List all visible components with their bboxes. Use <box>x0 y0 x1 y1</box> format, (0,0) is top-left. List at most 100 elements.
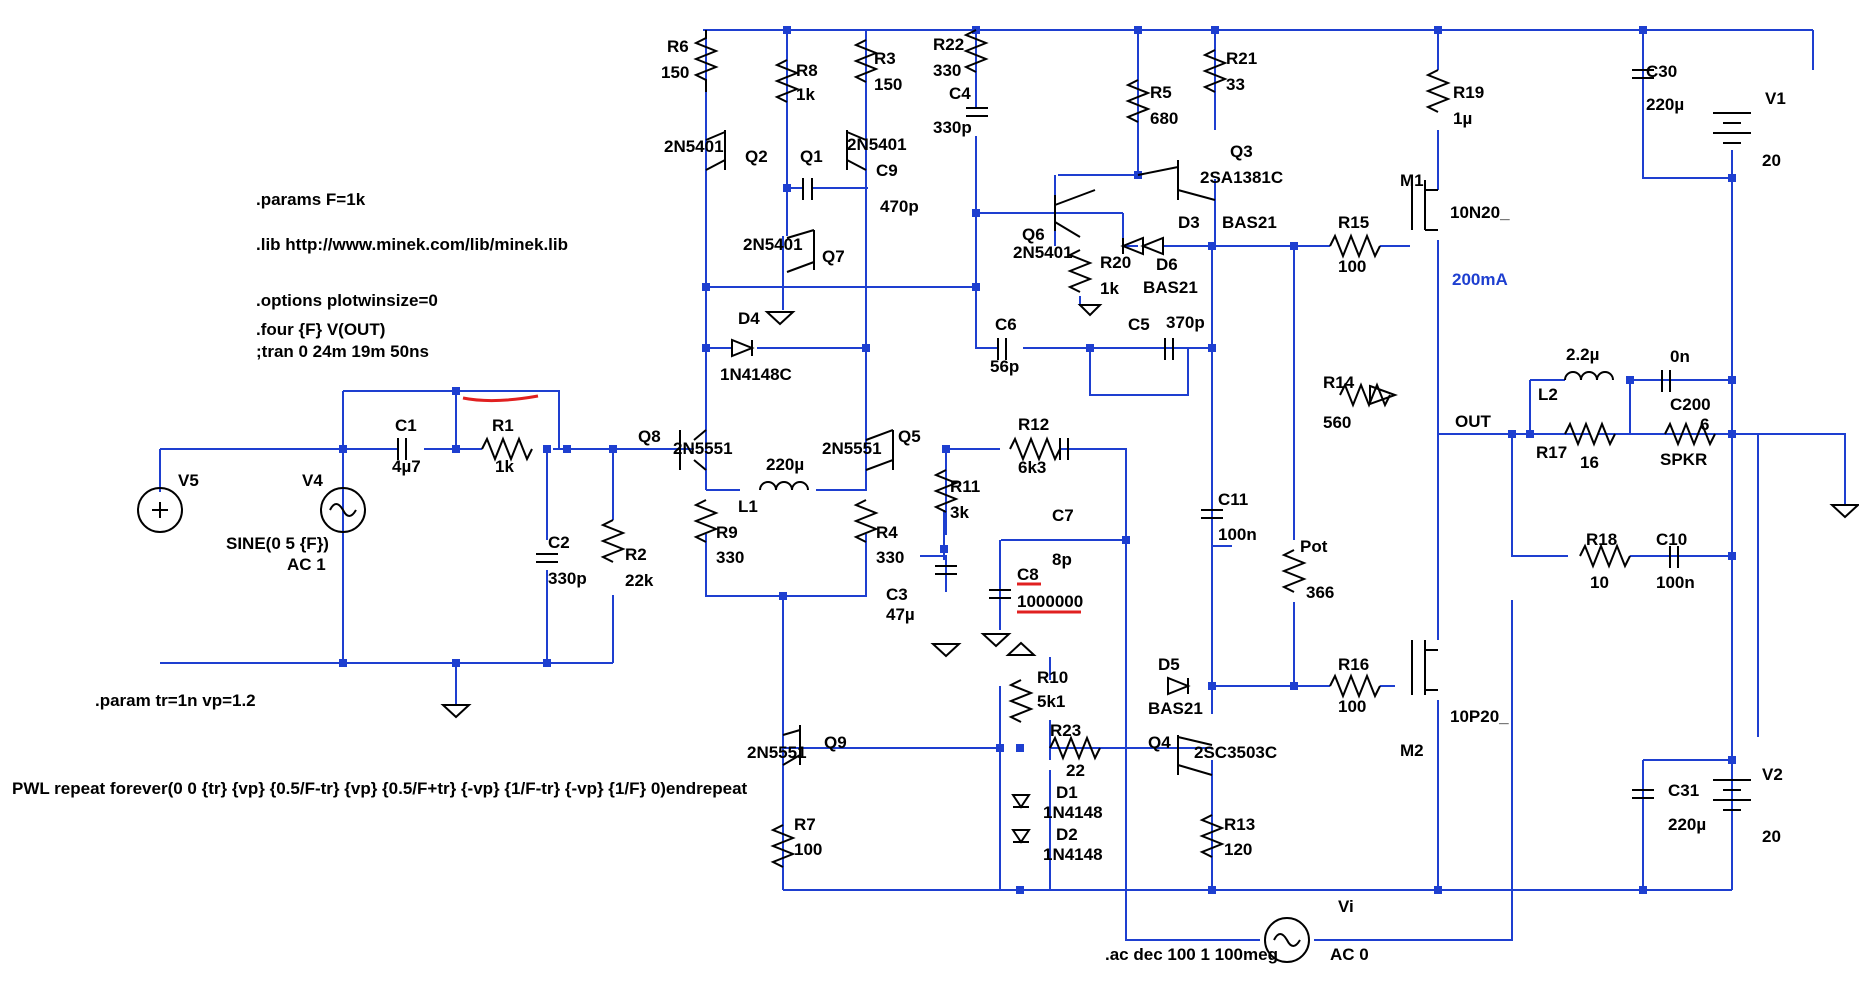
label-R18-value: 10 <box>1590 573 1609 592</box>
label-C4-name: C4 <box>949 84 971 103</box>
label-C10-name: C10 <box>1656 530 1687 549</box>
resistor-R14 <box>1339 382 1391 408</box>
label-C7-value: 8p <box>1052 550 1072 569</box>
label-R14-name: R14 <box>1323 373 1355 392</box>
red-markup-stroke <box>462 394 539 403</box>
voltage-source-V4 <box>320 487 366 533</box>
resistor-R11 <box>933 469 959 513</box>
label-Q3-model: 2SA1381C <box>1200 168 1283 187</box>
label-R22-value: 330 <box>933 61 961 80</box>
capacitor-C1 <box>397 438 407 460</box>
capacitor-C30 <box>1632 69 1654 79</box>
capacitor-C7 <box>1059 438 1069 460</box>
label-D1-model: 1N4148 <box>1043 803 1103 822</box>
directive-param-tr: .param tr=1n vp=1.2 <box>95 691 256 710</box>
label-L1-value: 220µ <box>766 455 804 474</box>
transistor-Q7 <box>786 229 815 273</box>
battery-V2 <box>1713 779 1751 811</box>
label-R17-value: 16 <box>1580 453 1599 472</box>
label-Pot-name: Pot <box>1300 537 1328 556</box>
transistor-symbols <box>679 130 1438 776</box>
label-L2-value: 2.2µ <box>1566 345 1599 364</box>
label-Q2-model: 2N5401 <box>664 137 724 156</box>
capacitor-C9 <box>802 178 813 200</box>
capacitor-C5 <box>1164 338 1174 360</box>
label-R4-value: 330 <box>876 548 904 567</box>
label-C1-value: 4µ7 <box>392 457 421 476</box>
capacitor-C31 <box>1632 789 1654 799</box>
label-D3-model: BAS21 <box>1222 213 1277 232</box>
label-R10-value: 5k1 <box>1037 692 1065 711</box>
capacitor-C3 <box>935 565 957 575</box>
label-R8-value: 1k <box>796 85 815 104</box>
resistor-R23 <box>1049 735 1101 761</box>
label-C2-name: C2 <box>548 533 570 552</box>
resistor-R8 <box>774 59 800 103</box>
label-D4-name: D4 <box>738 309 760 328</box>
label-Vi-name: Vi <box>1338 897 1354 916</box>
label-C6-value: 56p <box>990 357 1019 376</box>
label-C9-name: C9 <box>876 161 898 180</box>
label-Q8-name: Q8 <box>638 427 661 446</box>
label-R10-name: R10 <box>1037 668 1068 687</box>
resistor-R13 <box>1199 814 1225 858</box>
current-annotation: 200mA <box>1452 270 1508 289</box>
label-R2-value: 22k <box>625 571 654 590</box>
resistor-R15 <box>1329 233 1381 259</box>
resistor-R6 <box>693 30 719 92</box>
diode-D4 <box>731 338 755 358</box>
label-C5-name: C5 <box>1128 315 1150 334</box>
label-M2-name: M2 <box>1400 741 1424 760</box>
capacitor-C2 <box>536 553 558 563</box>
label-Q9-model: 2N5551 <box>747 743 807 762</box>
label-R23-name: R23 <box>1050 721 1081 740</box>
voltage-source-V5 <box>137 487 183 533</box>
resistor-Pot <box>1281 549 1307 593</box>
label-Q5-name: Q5 <box>898 427 921 446</box>
resistor-R17 <box>1564 421 1616 447</box>
resistor-R9 <box>693 499 719 543</box>
label-R18-name: R18 <box>1586 530 1617 549</box>
capacitor-C200 <box>1661 370 1671 392</box>
label-Q5-model: 2N5551 <box>822 439 882 458</box>
label-R14-value: 560 <box>1323 413 1351 432</box>
label-R1-value: 1k <box>495 457 514 476</box>
label-Q7-name: Q7 <box>822 247 845 266</box>
label-D5-model: BAS21 <box>1148 699 1203 718</box>
label-R11-value: 3k <box>950 503 969 522</box>
mosfet-M2 <box>1411 640 1438 695</box>
label-V4-ac: AC 1 <box>287 555 326 574</box>
label-C4-value: 330p <box>933 118 972 137</box>
label-R7-name: R7 <box>794 815 816 834</box>
wires <box>159 29 1846 941</box>
label-Q7-model: 2N5401 <box>743 235 803 254</box>
label-Vi-ac: AC 0 <box>1330 945 1369 964</box>
label-C7-name: C7 <box>1052 506 1074 525</box>
transistor-Q3 <box>1137 160 1216 201</box>
label-SPKR-name: SPKR <box>1660 450 1707 469</box>
directive-tran: ;tran 0 24m 19m 50ns <box>256 342 429 361</box>
label-R2-name: R2 <box>625 545 647 564</box>
component-labels: R6 150 R8 1k R3 150 R22 330 C4 330p R5 6… <box>178 35 1786 964</box>
label-M1-name: M1 <box>1400 171 1424 190</box>
label-R20-name: R20 <box>1100 253 1131 272</box>
label-C8-value: 1000000 <box>1017 592 1083 611</box>
capacitor-C10 <box>1669 546 1679 568</box>
inductor-L1 <box>759 481 809 491</box>
resistor-R5 <box>1125 79 1151 123</box>
label-R12-value: 6k3 <box>1018 458 1046 477</box>
label-SPKR-value: 6 <box>1700 415 1709 434</box>
label-Q4-name: Q4 <box>1148 733 1171 752</box>
label-R13-value: 120 <box>1224 840 1252 859</box>
label-D3-name: D3 <box>1178 213 1200 232</box>
label-R21-value: 33 <box>1226 75 1245 94</box>
label-Q1-model: 2N5401 <box>847 135 907 154</box>
capacitor-C4 <box>966 107 988 117</box>
directive-four: .four {F} V(OUT) <box>256 320 385 339</box>
resistor-R1 <box>481 436 533 462</box>
annotation-texts: 200mA OUT <box>1452 270 1508 431</box>
label-R15-name: R15 <box>1338 213 1369 232</box>
label-D2-name: D2 <box>1056 825 1078 844</box>
label-C2-value: 330p <box>548 569 587 588</box>
